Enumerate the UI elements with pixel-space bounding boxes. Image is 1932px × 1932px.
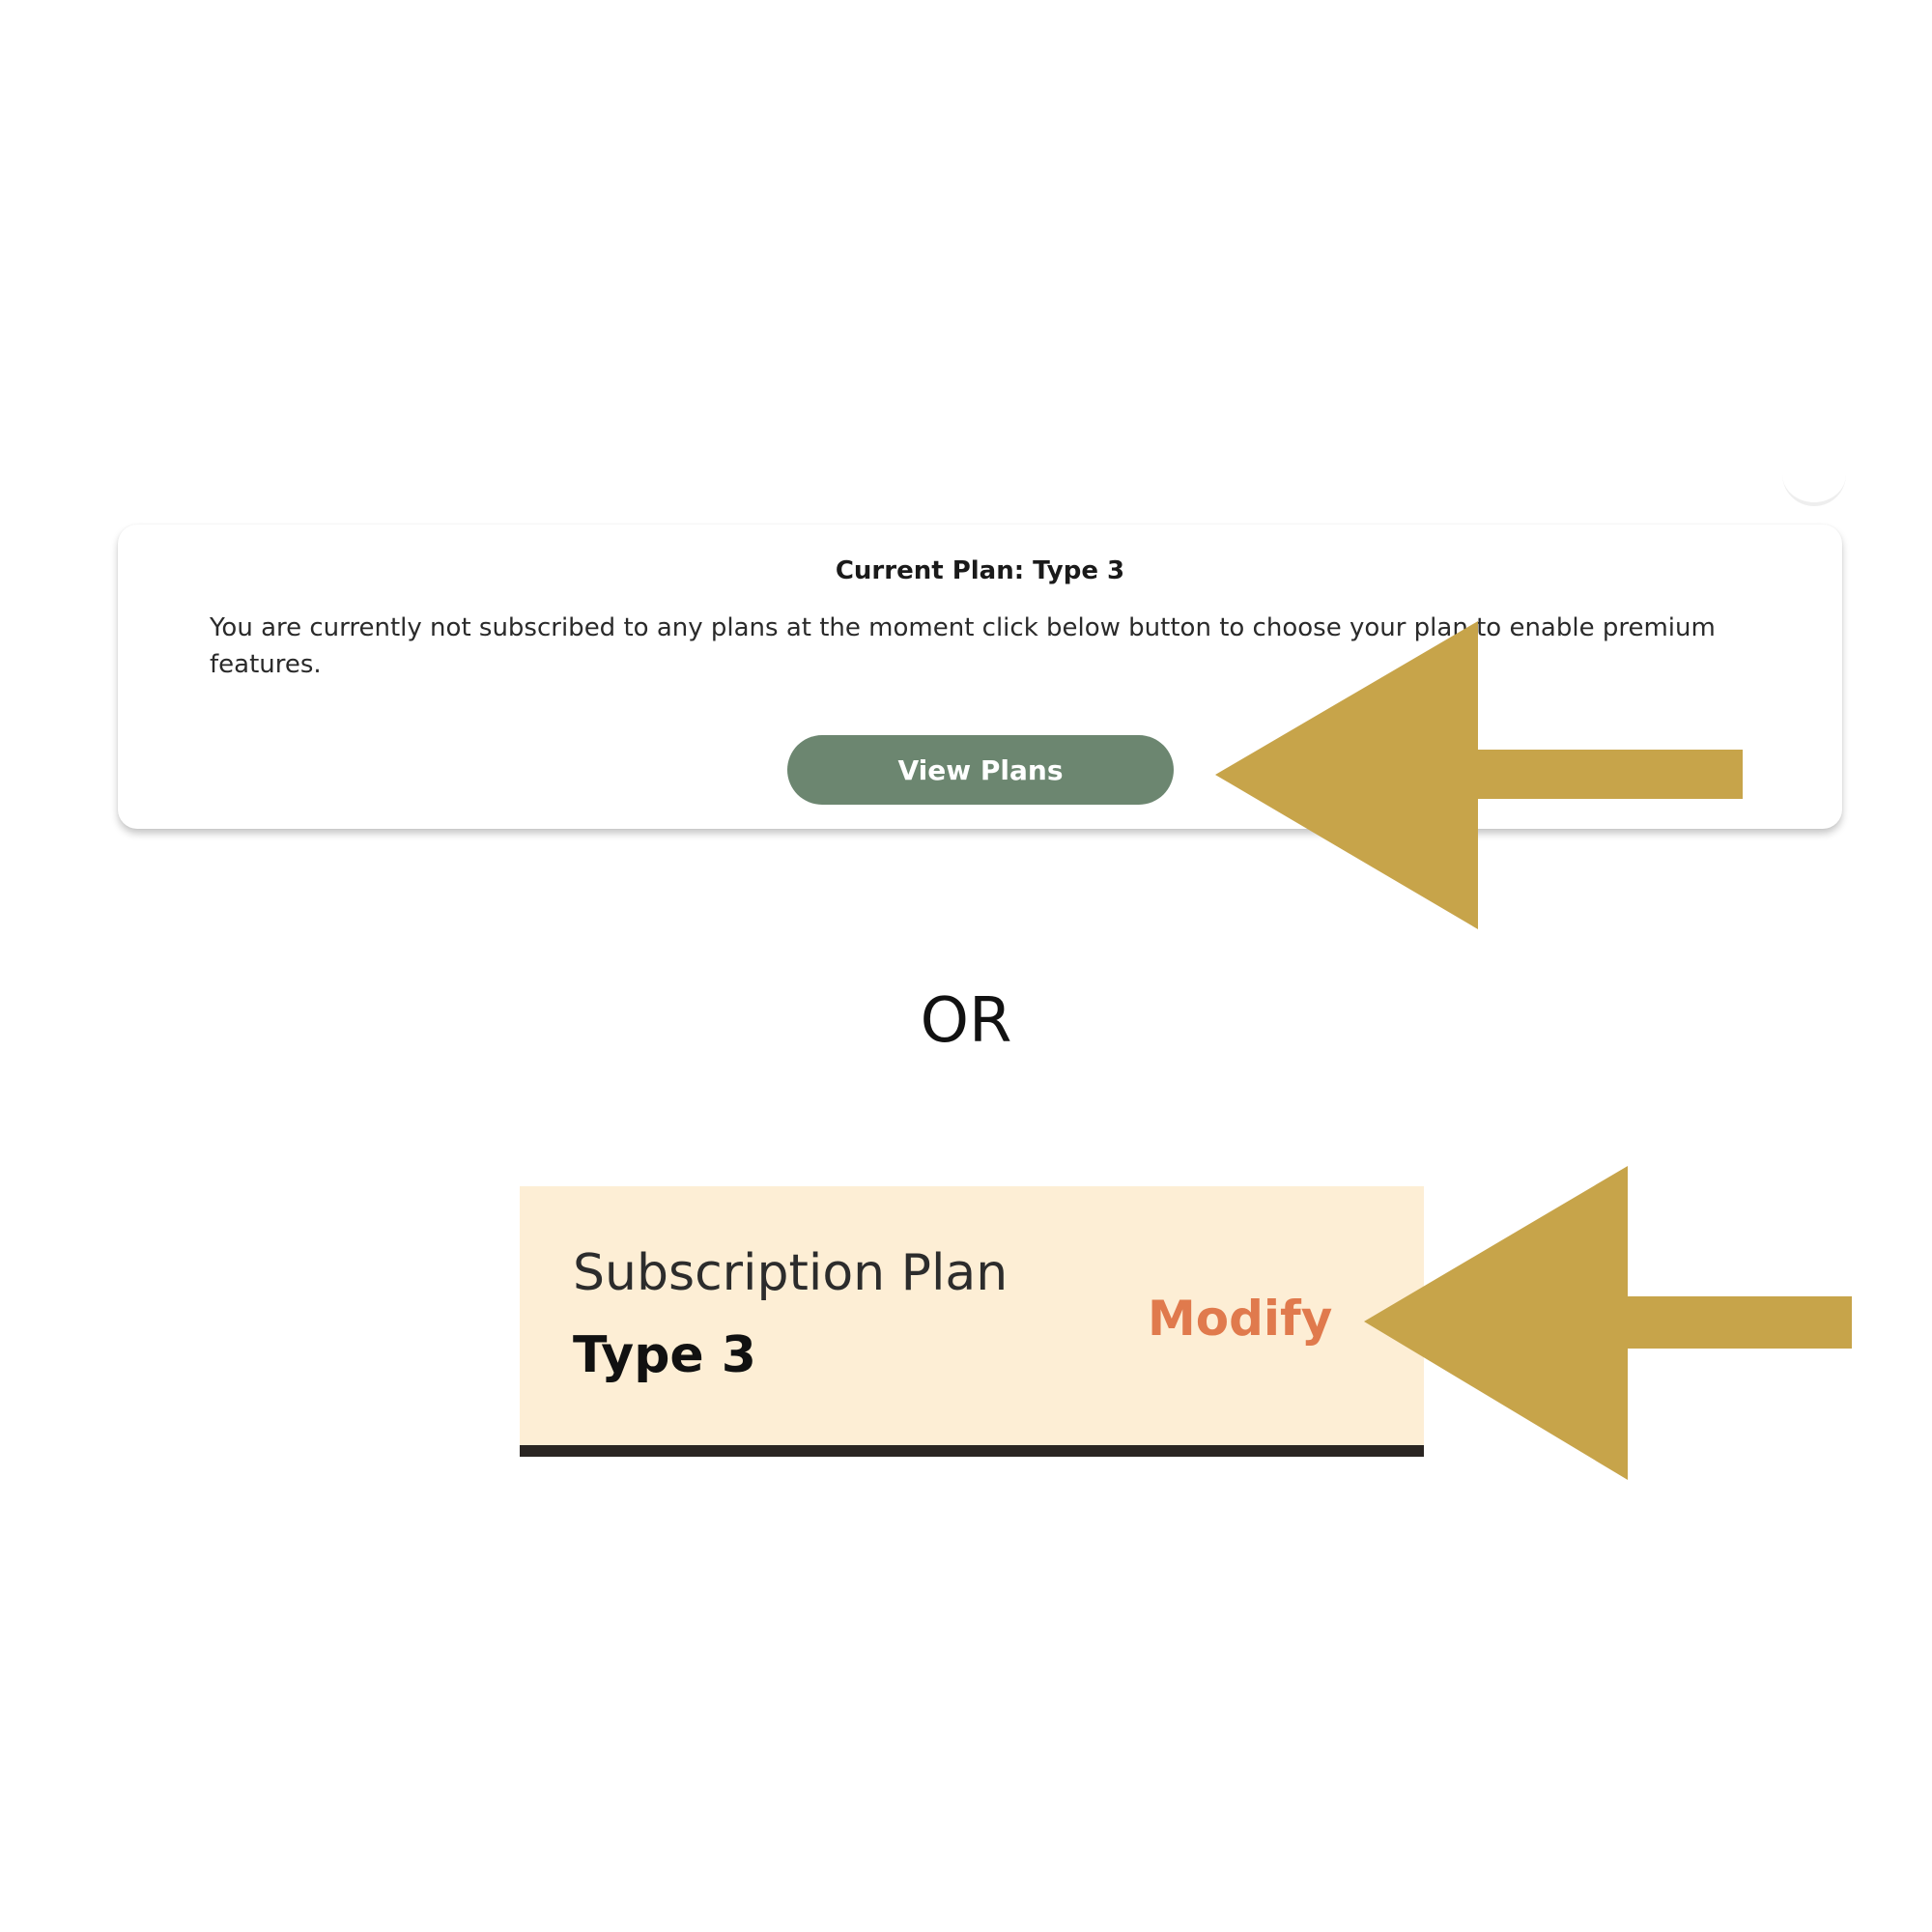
plan-description: You are currently not subscribed to any … — [210, 613, 1716, 679]
subscription-plan-value: Type 3 — [573, 1326, 756, 1384]
current-plan-title: Current Plan: Type 3 — [835, 556, 1125, 585]
corner-decoration — [1782, 454, 1846, 506]
modify-link[interactable]: Modify — [1148, 1291, 1333, 1347]
view-plans-button[interactable]: View Plans — [787, 735, 1174, 805]
current-plan-card: Current Plan: Type 3 You are currently n… — [118, 525, 1842, 829]
subscription-plan-panel: Subscription Plan Type 3 Modify — [520, 1186, 1424, 1457]
subscription-plan-label: Subscription Plan — [573, 1244, 1009, 1302]
or-separator: OR — [920, 985, 1012, 1057]
